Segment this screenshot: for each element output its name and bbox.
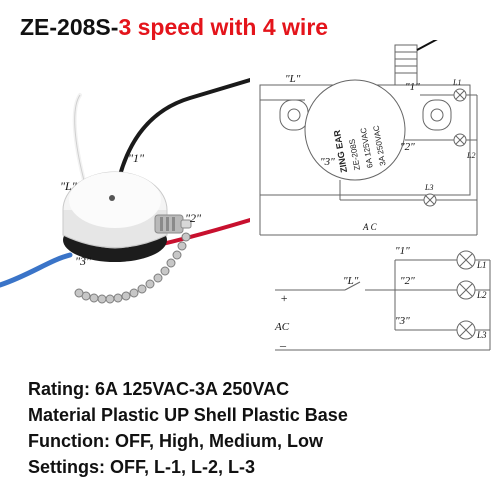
page-title: ZE-208S-3 speed with 4 wire xyxy=(20,14,328,41)
spec-rating: Rating: 6A 125VAC-3A 250VAC xyxy=(28,379,290,399)
bottom-label-l: "L" xyxy=(343,275,359,287)
bottom-label-1: "1" xyxy=(395,245,410,257)
top-label-ac: A C xyxy=(362,222,378,232)
screw-hole xyxy=(109,195,115,201)
photo-label-l: "L" xyxy=(60,179,78,193)
pull-chain xyxy=(74,232,191,304)
bottom-label-2: "2" xyxy=(400,275,415,287)
bottom-lamp-l1: L1 xyxy=(476,260,487,270)
photo-label-1: "1" xyxy=(128,151,145,165)
top-label-2: "2" xyxy=(400,141,415,153)
spec-list: Rating: 6A 125VAC-3A 250VAC Material Pla… xyxy=(28,376,348,480)
bottom-lamp-l2: L2 xyxy=(476,290,487,300)
bottom-lamp-l3: L3 xyxy=(476,330,487,340)
top-label-3: "3" xyxy=(320,156,335,168)
top-lamp-l3: L3 xyxy=(424,183,433,192)
model-number: ZE-208S- xyxy=(20,14,119,40)
blue-wire xyxy=(0,252,73,288)
bottom-plus: + xyxy=(280,291,288,305)
diagram-switch-body xyxy=(304,79,406,181)
photo-label-3: "3" xyxy=(75,254,92,268)
top-label-1: "1" xyxy=(405,81,420,93)
spec-function: Function: OFF, High, Medium, Low xyxy=(28,431,323,451)
bottom-label-3: "3" xyxy=(395,315,410,327)
title-description: 3 speed with 4 wire xyxy=(118,14,329,40)
top-label-l: "L" xyxy=(285,73,301,85)
top-lamp-l1: L1 xyxy=(452,78,461,87)
top-lamp-l2: L2 xyxy=(466,151,475,160)
spec-material: Material Plastic UP Shell Plastic Base xyxy=(28,405,348,425)
bottom-ac: AC xyxy=(274,321,290,333)
black-wire xyxy=(118,78,250,177)
photo-label-2: "2" xyxy=(185,211,202,225)
wiring-diagram: ZING EAR ZE-208S 6A 125VAC 3A 250VAC "L"… xyxy=(259,40,491,351)
switch-photo: "1" "L" "2" "3" xyxy=(0,78,250,304)
spec-settings: Settings: OFF, L-1, L-2, L-3 xyxy=(28,457,256,477)
bottom-minus: _ xyxy=(279,334,287,348)
